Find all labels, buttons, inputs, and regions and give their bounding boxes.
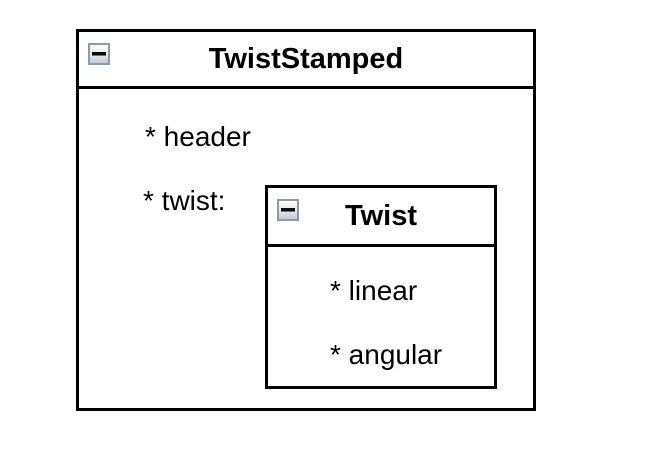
- field-header: * header: [145, 121, 251, 152]
- twiststamped-collapse-button[interactable]: [88, 43, 110, 65]
- minus-icon: [92, 52, 106, 56]
- field-twist: * twist:: [143, 185, 226, 216]
- twist-collapse-button[interactable]: [277, 199, 299, 221]
- twiststamped-header: TwistStamped: [79, 32, 533, 89]
- twiststamped-box: TwistStamped * header * twist: Twist * l…: [76, 29, 536, 411]
- field-angular: * angular: [330, 339, 443, 370]
- twist-box: Twist * linear * angular: [265, 185, 497, 389]
- twist-title: Twist: [345, 199, 417, 232]
- minus-icon: [281, 208, 295, 212]
- twist-header: Twist: [268, 188, 494, 247]
- twiststamped-title: TwistStamped: [208, 42, 404, 75]
- field-linear: * linear: [330, 275, 418, 306]
